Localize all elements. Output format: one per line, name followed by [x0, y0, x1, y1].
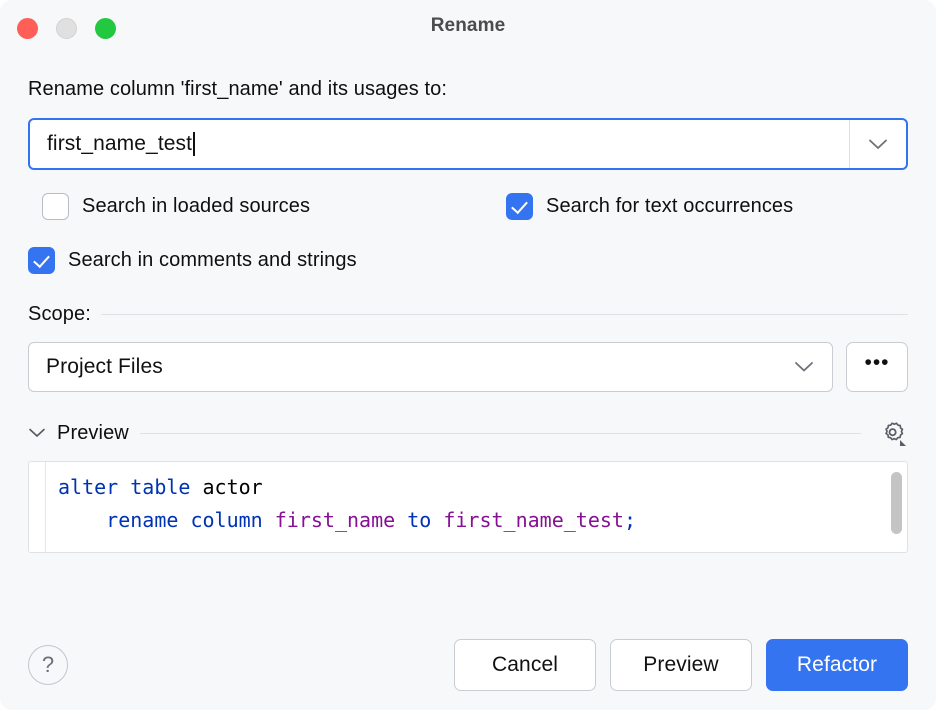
cancel-button[interactable]: Cancel — [454, 639, 596, 691]
help-button[interactable]: ? — [28, 645, 68, 685]
minimize-window-button[interactable] — [56, 18, 77, 39]
text-caret — [193, 132, 196, 156]
code-line: alter table actor — [58, 471, 907, 504]
scope-selected-value: Project Files — [46, 355, 163, 378]
scope-row: Project Files ••• — [28, 342, 908, 392]
preview-separator — [139, 432, 861, 434]
option-search-in-comments-and-strings[interactable]: Search in comments and strings — [28, 246, 357, 274]
close-window-button[interactable] — [17, 18, 38, 39]
code-token: rename column — [58, 508, 275, 532]
option-label: Search for text occurrences — [546, 194, 794, 217]
chevron-down-icon — [869, 139, 887, 149]
dropdown-triangle-icon — [900, 440, 906, 446]
option-label: Search in comments and strings — [68, 248, 357, 271]
preview-label: Preview — [57, 421, 129, 444]
checkbox-search-in-comments-and-strings[interactable] — [28, 246, 55, 274]
code-token: first_name — [274, 508, 396, 532]
search-options-row-1: Search in loaded sources Search for text… — [28, 189, 908, 223]
chevron-down-icon[interactable] — [28, 427, 46, 439]
scope-separator — [100, 314, 908, 315]
code-vertical-scrollbar[interactable] — [891, 472, 902, 534]
option-search-for-text-occurrences[interactable]: Search for text occurrences — [506, 192, 794, 220]
scope-section-header: Scope: — [28, 303, 908, 326]
preview-button[interactable]: Preview — [610, 639, 752, 691]
checkbox-search-for-text-occurrences[interactable] — [506, 192, 533, 220]
code-token: alter table — [58, 475, 203, 499]
code-token: actor — [202, 475, 263, 499]
new-name-input[interactable]: first_name_test — [47, 132, 193, 155]
code-gutter — [29, 462, 46, 552]
option-search-in-loaded-sources[interactable]: Search in loaded sources — [28, 192, 506, 220]
preview-settings-button[interactable] — [878, 418, 908, 448]
preview-code-area[interactable]: alter table actor rename column first_na… — [28, 461, 908, 553]
scope-more-button[interactable]: ••• — [846, 342, 908, 392]
scope-label: Scope: — [28, 303, 91, 325]
zoom-window-button[interactable] — [95, 18, 116, 39]
chevron-down-icon — [795, 362, 813, 372]
preview-section-header: Preview — [28, 418, 908, 448]
option-label: Search in loaded sources — [82, 194, 311, 217]
checkbox-search-in-loaded-sources[interactable] — [42, 192, 69, 220]
window-title: Rename — [430, 15, 506, 36]
new-name-history-dropdown-button[interactable] — [849, 120, 906, 168]
gear-icon — [885, 422, 906, 446]
footer-buttons: Cancel Preview Refactor — [454, 639, 908, 691]
new-name-field[interactable]: first_name_test — [28, 118, 908, 170]
rename-prompt-label: Rename column 'first_name' and its usage… — [28, 78, 448, 100]
window-controls — [17, 18, 116, 39]
title-bar: Rename — [0, 0, 936, 56]
code-token: ; — [623, 508, 637, 532]
code-content: alter table actor rename column first_na… — [46, 462, 907, 552]
scope-dropdown[interactable]: Project Files — [28, 342, 833, 392]
search-options-row-2: Search in comments and strings — [28, 243, 908, 277]
search-options-group: Search in loaded sources Search for text… — [28, 189, 908, 277]
code-token: first_name_test — [443, 508, 624, 532]
refactor-button[interactable]: Refactor — [766, 639, 908, 691]
code-line: rename column first_name to first_name_t… — [58, 504, 907, 537]
dialog-body: Rename column 'first_name' and its usage… — [0, 78, 936, 553]
dialog-footer: ? Cancel Preview Refactor — [0, 620, 936, 710]
code-token: to — [395, 508, 444, 532]
